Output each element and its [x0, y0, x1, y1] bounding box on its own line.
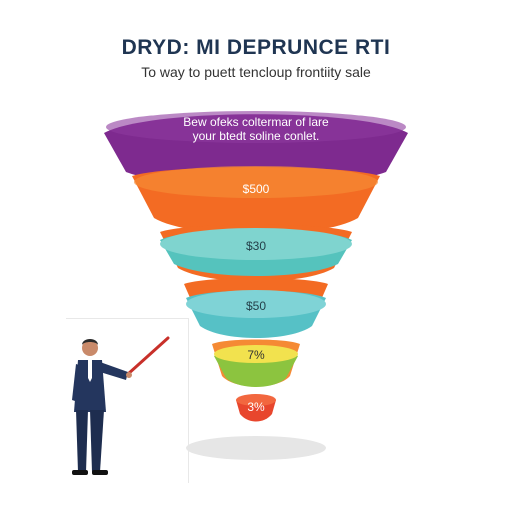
stage-1-label-line1: Bew ofeks coltermar of lare	[183, 115, 329, 129]
page-title: DRYD: MI DEPRUNCE RTI	[121, 36, 391, 59]
page-subtitle: To way to puett tencloup frontiity sale	[141, 64, 371, 80]
presenter-frame	[66, 318, 189, 483]
stage-1-label-line2: your btedt soline conlet.	[193, 129, 320, 143]
funnel-stage-4: $50	[184, 278, 328, 338]
stage-3-label: $30	[246, 239, 266, 253]
stage-4-label: $50	[246, 299, 266, 313]
funnel-stage-5: 7%	[212, 339, 300, 387]
funnel-stage-1: Bew ofeks coltermar of lare your btedt s…	[104, 111, 408, 186]
stage-6-label: 3%	[247, 400, 265, 414]
funnel-shadow	[186, 436, 326, 460]
funnel-stage-6: 3%	[236, 394, 276, 422]
stage-5-label: 7%	[247, 348, 265, 362]
funnel-stage-2: $500	[132, 166, 380, 235]
presenter-with-pointer-icon	[72, 336, 170, 475]
stage-2-label: $500	[243, 182, 270, 196]
funnel-stage-3: $30	[160, 224, 352, 282]
